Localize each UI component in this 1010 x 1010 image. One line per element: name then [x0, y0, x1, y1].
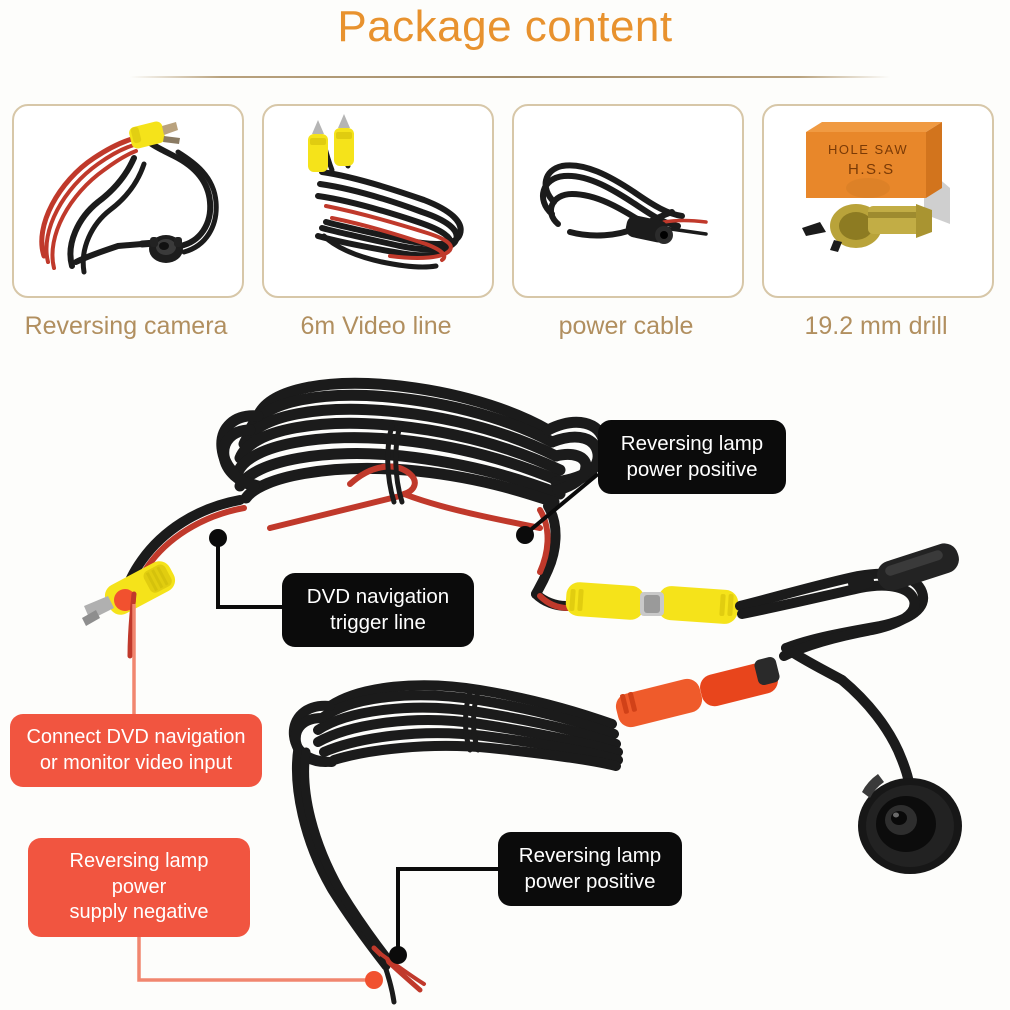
callout-line-2: supply negative — [69, 901, 209, 924]
cable-sleeve — [847, 543, 959, 592]
product-label: 6m Video line — [300, 312, 452, 340]
callout-line-1: Reversing lamp — [518, 844, 662, 867]
left-yellow-rca-connector — [82, 561, 176, 626]
yellow-rca-connectors — [308, 114, 354, 172]
callout-line-1: Reversing lamp — [620, 432, 764, 455]
wiring-diagram: Reversing lamp power positive DVD naviga… — [0, 356, 1010, 1010]
callout-line-2: or monitor video input — [39, 751, 233, 774]
product-image-frame — [12, 104, 244, 298]
product-reversing-camera: Reversing camera — [12, 104, 244, 341]
camera-module — [837, 675, 962, 874]
title-divider — [130, 76, 890, 78]
main-cable-right-branch — [531, 501, 571, 611]
leader-dvd-trigger — [216, 540, 282, 609]
video-line-coil — [216, 377, 610, 531]
diagram-cable-art — [82, 377, 962, 1005]
video-line-image — [308, 114, 464, 270]
leader-dot-dvd-trigger — [209, 529, 227, 547]
leader-dot-reversing-lamp-top — [516, 526, 534, 544]
callout-line-2: power positive — [626, 458, 758, 482]
callout-line-1: DVD navigation — [306, 585, 450, 608]
product-image-frame — [262, 104, 494, 298]
leader-dot-negative-supply — [365, 971, 383, 989]
callout-line-2: power positive — [524, 870, 656, 894]
reversing-camera-image — [39, 121, 219, 275]
callout-line-1: Connect DVD navigation — [26, 726, 246, 748]
package-content-strip: Reversing camera — [0, 104, 1010, 354]
leader-reversing-lamp-top — [526, 472, 600, 534]
product-power-cable: power cable — [512, 104, 744, 341]
hole-saw-box-text-line1: HOLE SAW — [828, 142, 908, 157]
callout-reversing-lamp-power-supply-negative[interactable]: Reversing lamp power supply negative — [28, 838, 250, 937]
power-cable-coil — [288, 680, 623, 1005]
page-title: Package content — [337, 2, 673, 51]
camera-head — [149, 235, 183, 263]
callout-line-1: Reversing lamp power — [69, 850, 209, 898]
yellow-rca-connector — [129, 121, 180, 149]
callout-connect-dvd-navigation[interactable]: Connect DVD navigation or monitor video … — [10, 714, 262, 788]
callout-dvd-navigation-trigger-line[interactable]: DVD navigation trigger line — [282, 573, 474, 648]
camera-cable-loop — [735, 568, 929, 685]
leader-dot-reversing-lamp-bottom — [389, 946, 407, 964]
product-label: Reversing camera — [24, 312, 228, 340]
hole-saw-box-text-line2: H.S.S — [848, 161, 895, 178]
power-connector — [615, 656, 780, 728]
product-label: 19.2 mm drill — [804, 312, 948, 340]
callout-reversing-lamp-power-positive-top[interactable]: Reversing lamp power positive — [598, 420, 786, 495]
trigger-wire — [127, 591, 137, 659]
hole-saw-bit — [802, 204, 932, 252]
middle-yellow-rca-connectors — [565, 582, 739, 624]
product-image-frame: HOLE SAW H.S.S — [762, 104, 994, 298]
leader-reversing-lamp-bottom — [396, 867, 498, 953]
product-video-line: 6m Video line — [262, 104, 494, 341]
callout-reversing-lamp-power-positive-bottom[interactable]: Reversing lamp power positive — [498, 832, 682, 907]
power-cable-image — [540, 162, 708, 244]
product-label: power cable — [558, 312, 694, 340]
product-image-frame — [512, 104, 744, 298]
callout-line-2: trigger line — [330, 611, 426, 635]
barrel-jack — [625, 215, 673, 244]
product-drill: HOLE SAW H.S.S 19.2 mm drill — [762, 104, 994, 341]
drill-image: HOLE SAW H.S.S — [802, 122, 950, 252]
